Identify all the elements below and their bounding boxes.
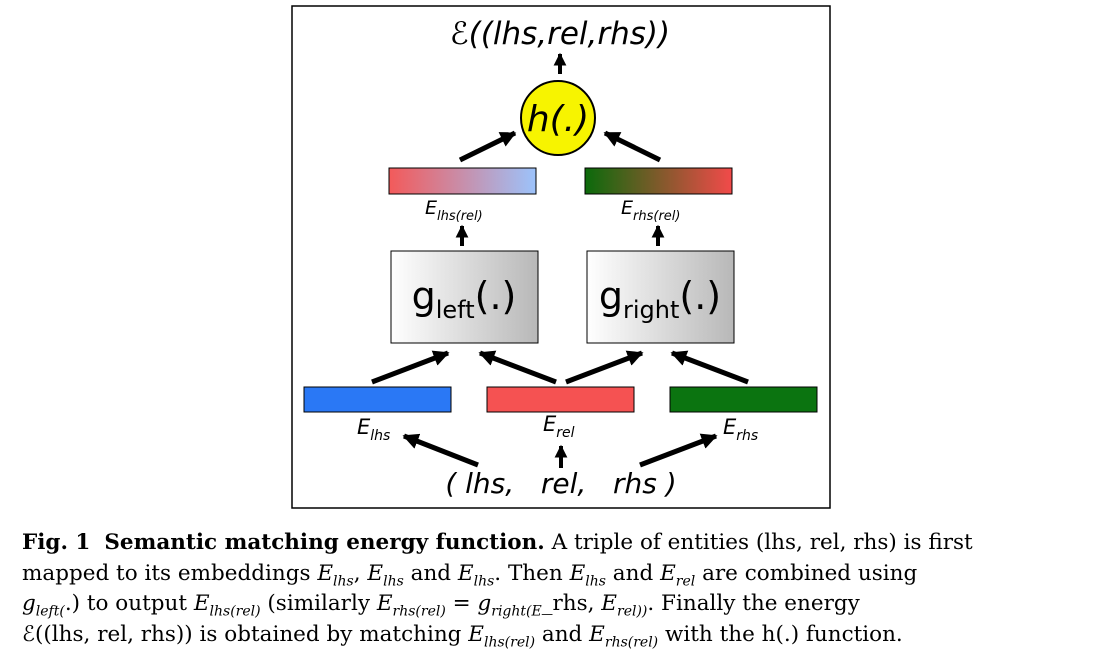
embedding-rhs-rel-label: Erhs(rel) bbox=[621, 197, 680, 224]
arrow-rhsrel-to-h bbox=[603, 130, 662, 163]
g-left-label: gleft(.) bbox=[412, 274, 517, 324]
caption-title: Semantic matching energy function. bbox=[104, 530, 545, 555]
g-right-label: gright(.) bbox=[599, 274, 721, 324]
caption-line-4: ℰ((lhs, rel, rhs)) is obtained by matchi… bbox=[22, 621, 903, 650]
arrow-rel-to-gright bbox=[565, 350, 644, 385]
arrow-lhsrel-to-h bbox=[458, 130, 517, 163]
caption-line-1-text: A triple of entities (lhs, rel, rhs) is … bbox=[551, 530, 973, 555]
embedding-lhs-bar bbox=[303, 386, 452, 413]
embedding-rhs-bar bbox=[669, 386, 818, 413]
input-triple: ( lhs, rel, rhs ) bbox=[445, 467, 676, 500]
arrow-input-to-elhs bbox=[402, 433, 479, 468]
g-right-box bbox=[586, 250, 735, 344]
energy-label: ℰ((lhs,rel,rhs)) bbox=[450, 16, 670, 52]
embedding-rhs-label: Erhs bbox=[723, 415, 758, 444]
embedding-lhs-rel-bar bbox=[388, 167, 537, 195]
semantic-matching-diagram: ℰ((lhs,rel,rhs)) h(.) Elhs(rel) Erhs(rel… bbox=[291, 5, 831, 509]
h-function-node bbox=[520, 80, 596, 156]
arrow-rel-to-gleft bbox=[478, 350, 557, 385]
caption-line-1: Fig. 1 Semantic matching energy function.… bbox=[22, 528, 1102, 559]
g-left-box bbox=[390, 250, 539, 344]
arrow-lhs-to-gleft bbox=[371, 350, 450, 385]
caption-label: Fig. 1 bbox=[22, 530, 91, 555]
embedding-rhs-rel-bar bbox=[584, 167, 733, 195]
h-function-label: h(.) bbox=[527, 99, 589, 140]
embedding-rel-label: Erel bbox=[543, 412, 575, 441]
embedding-lhs-label: Elhs bbox=[357, 415, 390, 444]
arrow-rhs-to-gright bbox=[670, 350, 749, 385]
caption-line-2: mapped to its embeddings Elhs, Elhs and … bbox=[22, 560, 918, 589]
figure-caption: Fig. 1 Semantic matching energy function.… bbox=[22, 528, 1102, 650]
caption-line-3: gleft(.) to output Elhs(rel) (similarly … bbox=[22, 591, 860, 620]
embedding-rel-bar bbox=[486, 386, 635, 413]
arrow-input-to-erhs bbox=[639, 433, 718, 468]
embedding-lhs-rel-label: Elhs(rel) bbox=[425, 197, 483, 224]
